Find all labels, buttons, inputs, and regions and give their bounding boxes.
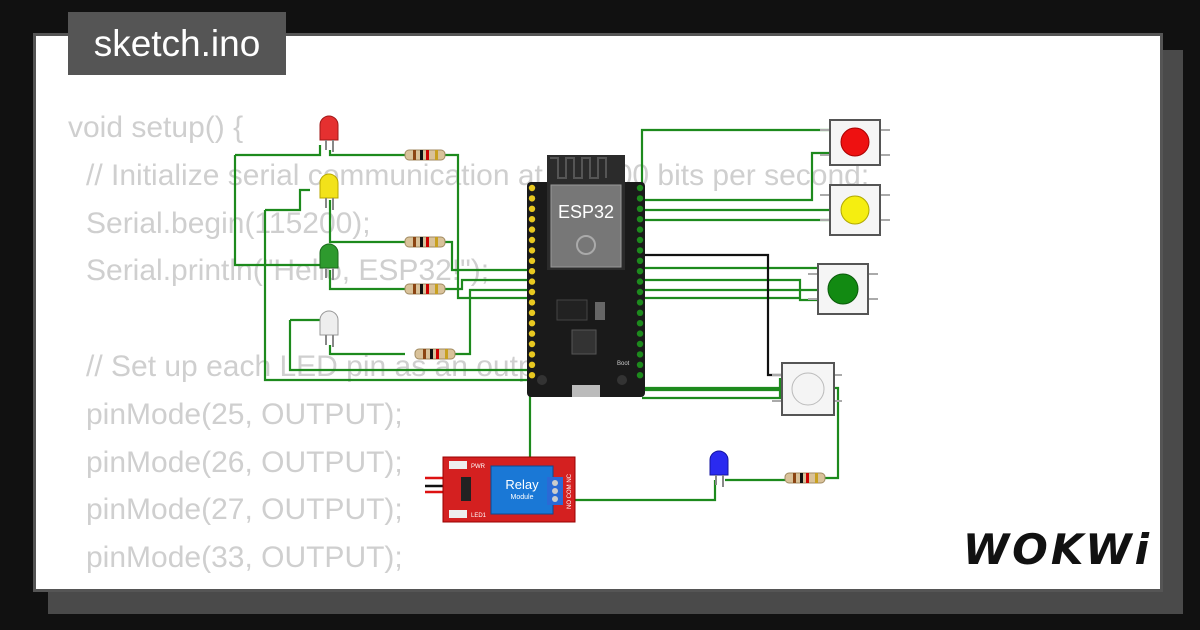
header-pin (636, 372, 644, 379)
code-line: void setup() { (68, 111, 244, 144)
relay-pwr-label: PWR (471, 464, 486, 470)
code-line: pinMode(33, OUTPUT); (86, 541, 403, 575)
header-pin (636, 247, 644, 254)
header-pin (528, 351, 536, 358)
header-pin (636, 184, 644, 192)
relay-label: Relay (505, 477, 539, 492)
header-pin (528, 330, 536, 337)
code-line: pinMode(27, OUTPUT); (86, 493, 403, 527)
header-pin (636, 309, 644, 316)
led-red (319, 115, 339, 152)
code-line: Serial.begin(115200); (86, 206, 371, 240)
header-pin (636, 226, 644, 233)
relay-pin-labels: NO COM NC (567, 473, 573, 509)
header-pin (636, 257, 644, 264)
black-wire (642, 253, 782, 377)
pin-header-right (636, 184, 644, 379)
header-pin (528, 309, 536, 316)
file-tab: sketch.ino (68, 12, 286, 75)
header-pin (528, 236, 536, 244)
header-pin (528, 320, 536, 327)
header-pin (528, 184, 536, 192)
header-pin (528, 268, 536, 275)
pin-header-left (528, 184, 536, 379)
code-preview: void setup() {// Initialize serial commu… (68, 104, 869, 582)
button-green[interactable] (808, 263, 878, 315)
header-pin (528, 195, 536, 202)
relay-module: PWR LED1 Relay Module NO COM NC (442, 456, 576, 523)
led-yellow (319, 173, 339, 210)
led-green (319, 243, 339, 280)
header-pin (528, 299, 536, 306)
header-pin (528, 372, 536, 379)
header-pin (636, 268, 644, 275)
header-pin (528, 257, 536, 264)
resistors (404, 149, 826, 484)
code-line: pinMode(26, OUTPUT); (86, 445, 403, 479)
header-pin (528, 226, 536, 233)
header-pin (528, 288, 536, 296)
header-pin (636, 299, 644, 306)
header-pin (528, 216, 536, 223)
header-pin (636, 205, 644, 212)
led-white (319, 310, 339, 347)
led-blue (709, 450, 729, 487)
header-pin (528, 278, 536, 285)
esp32-board: ESP32 Boot (527, 155, 645, 397)
relay-red-wires (425, 476, 445, 494)
header-pin (636, 236, 644, 244)
header-pin (636, 288, 644, 296)
header-pin (528, 361, 536, 368)
relay-sublabel: Module (511, 494, 534, 501)
button-yellow[interactable] (820, 184, 890, 236)
header-pin (636, 195, 644, 202)
button-red[interactable] (820, 119, 890, 166)
header-pin (528, 340, 536, 348)
button-white[interactable] (772, 362, 842, 416)
wokwi-logo: WOKWi (962, 525, 1152, 574)
header-pin (636, 320, 644, 327)
header-pin (636, 278, 644, 285)
boot-label: Boot (617, 361, 630, 367)
relay-led-label: LED1 (471, 513, 487, 519)
header-pin (528, 205, 536, 212)
header-pin (636, 340, 644, 348)
code-line: Serial.println("Hello, ESP32!"); (86, 254, 490, 288)
header-pin (636, 330, 644, 337)
esp32-label: ESP32 (558, 202, 614, 222)
header-pin (528, 247, 536, 254)
header-pin (636, 351, 644, 358)
code-line: pinMode(25, OUTPUT); (86, 397, 403, 431)
header-pin (636, 216, 644, 223)
header-pin (636, 361, 644, 368)
